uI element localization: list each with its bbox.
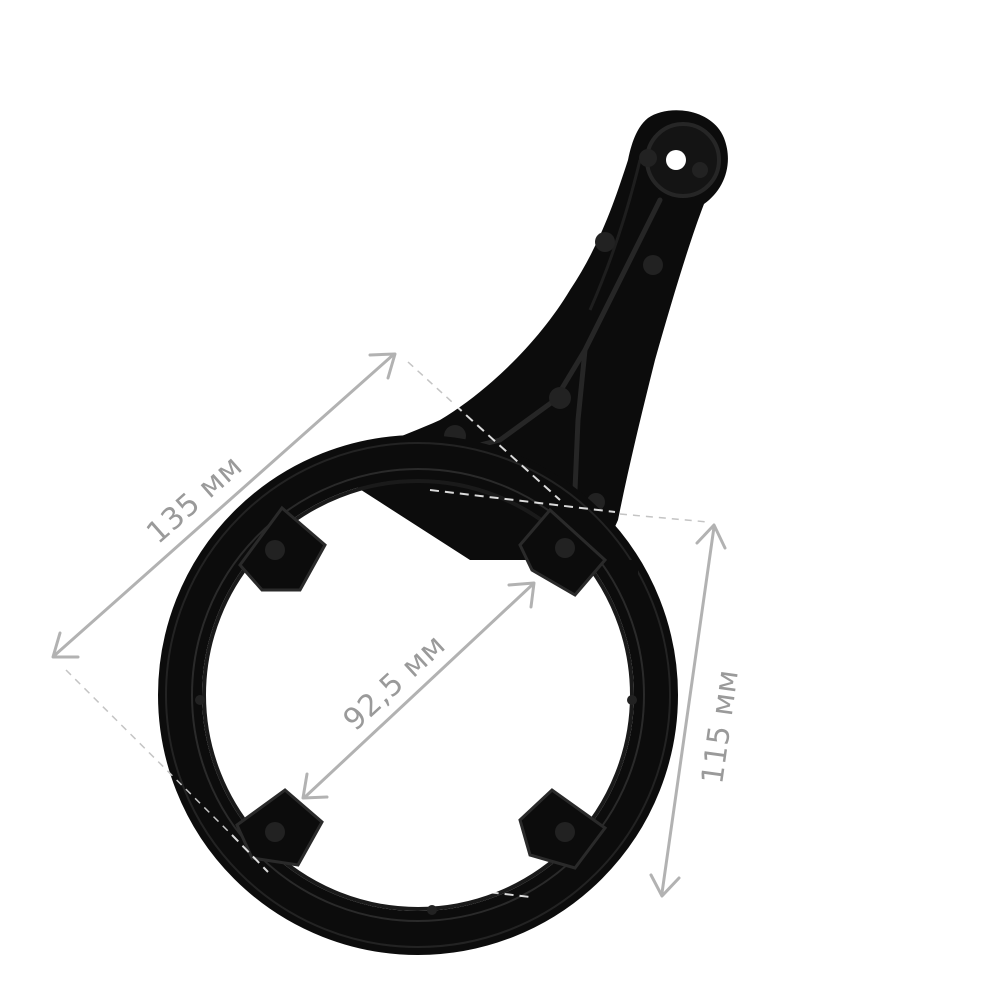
lug-top-right xyxy=(518,507,608,597)
ring-groove xyxy=(191,468,645,922)
dimension-arrow-92-5 xyxy=(303,583,534,799)
dimension-arrow-135 xyxy=(53,353,395,657)
mold-dot xyxy=(195,695,205,705)
ext-line-135-bottom xyxy=(65,669,233,836)
dimension-arrow-115 xyxy=(660,525,716,895)
handle-rib-edge xyxy=(588,159,642,311)
mold-dot xyxy=(595,232,615,252)
arrowhead-icon xyxy=(51,631,80,659)
ext-line-135-top-inner xyxy=(454,404,561,501)
arrowhead-icon xyxy=(301,772,329,800)
dimension-overall-width: 135 мм xyxy=(51,352,397,659)
mold-dot xyxy=(639,149,657,167)
wrench-ring-outer xyxy=(158,435,678,955)
ext-line-115-top-inner xyxy=(429,489,616,513)
mold-dot xyxy=(627,695,637,705)
extension-lines xyxy=(65,361,709,898)
mold-dot xyxy=(692,162,708,178)
handle-rib xyxy=(437,197,663,458)
lug-bottom-left xyxy=(235,788,324,867)
lug-bottom-right xyxy=(518,788,608,870)
hanging-hole xyxy=(666,150,686,170)
arrowhead-icon xyxy=(507,581,536,609)
lug-top-left xyxy=(238,505,327,592)
ext-line-115-top xyxy=(619,513,709,523)
dimension-label-115: 115 мм xyxy=(695,667,746,786)
ring-groove xyxy=(165,442,671,948)
dimension-label-92-5: 92,5 мм xyxy=(337,628,453,738)
arrowhead-icon xyxy=(695,523,727,550)
ext-line-135-top xyxy=(407,361,453,403)
mold-dot xyxy=(549,387,571,409)
handle-rib-branch xyxy=(572,347,588,493)
mold-dot xyxy=(427,905,437,915)
arrowhead-icon xyxy=(368,352,397,380)
ring-notch xyxy=(628,560,638,584)
dimension-inner-diameter: 92,5 мм xyxy=(301,581,536,800)
mold-dot xyxy=(643,255,663,275)
ext-line-135-bottom-inner xyxy=(231,834,269,873)
arrowhead-icon xyxy=(649,873,681,898)
wrench xyxy=(158,110,728,955)
